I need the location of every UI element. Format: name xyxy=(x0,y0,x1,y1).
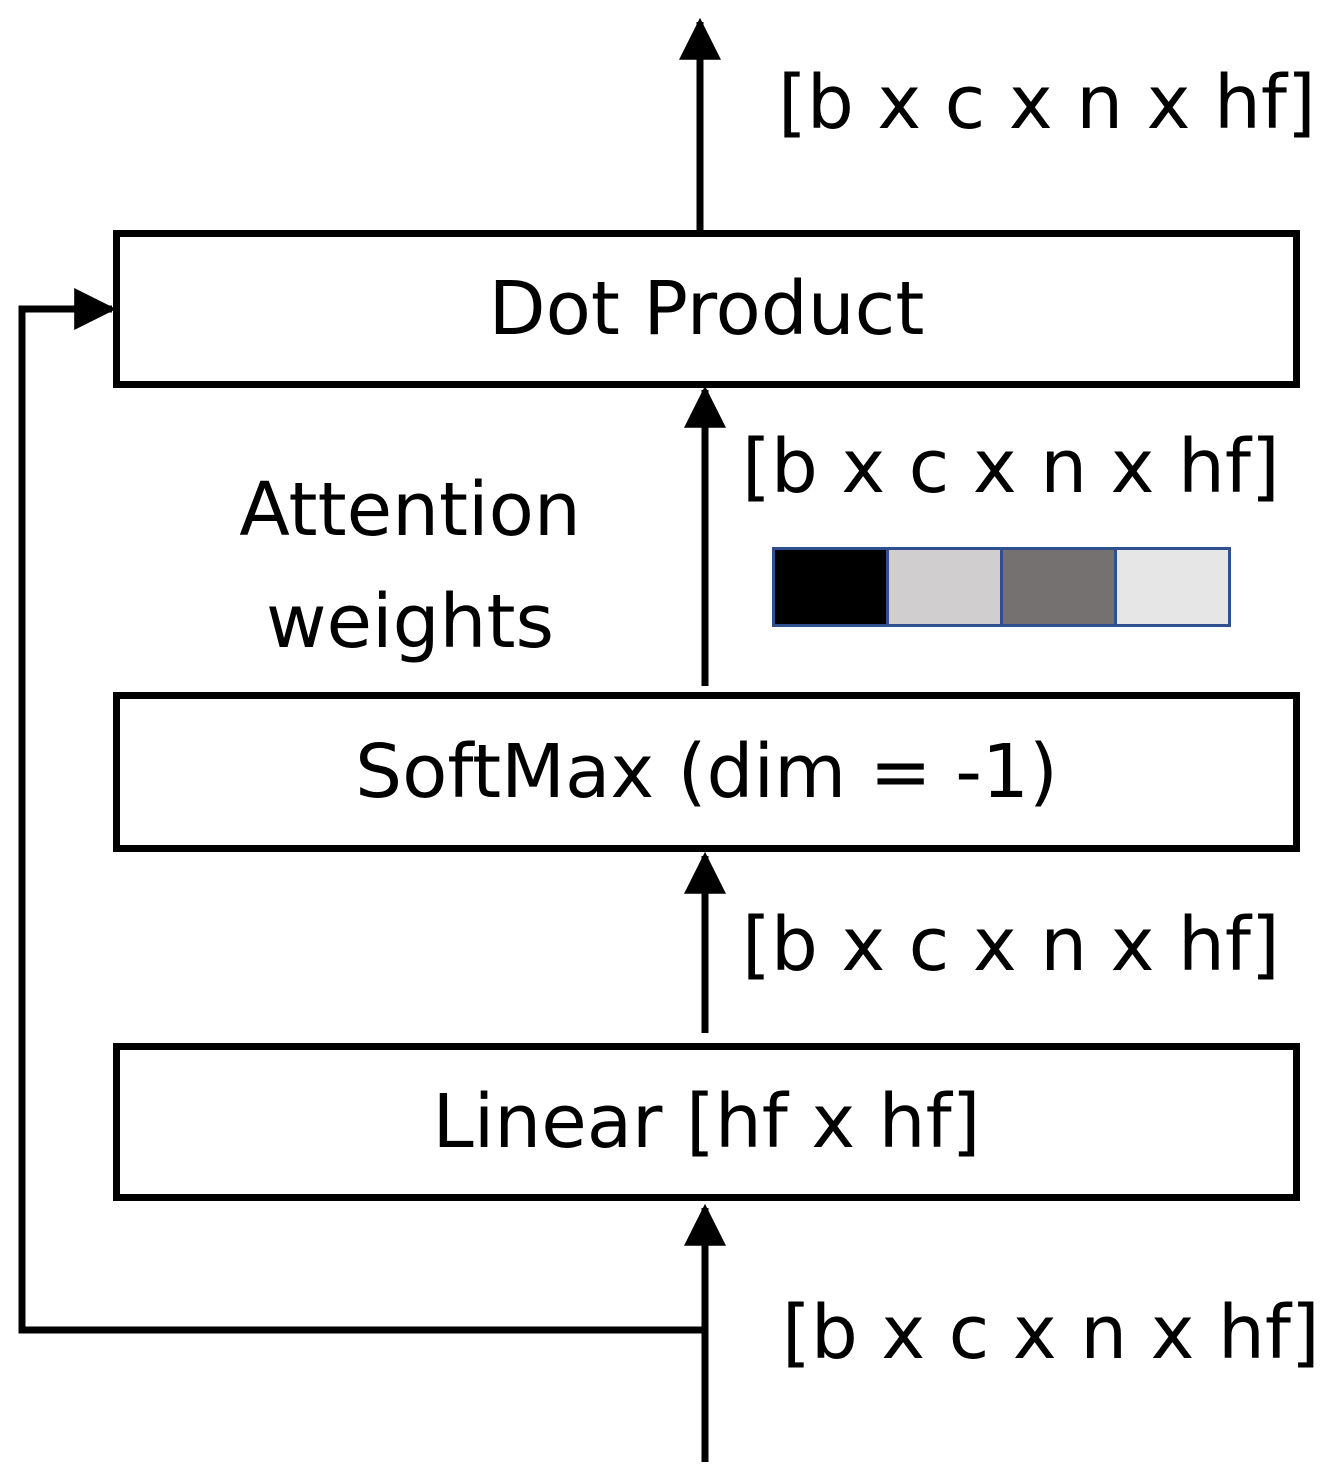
weight-cell xyxy=(772,547,889,627)
attention-weights-line1: Attention xyxy=(239,467,581,553)
softmax-box: SoftMax (dim = -1) xyxy=(113,692,1300,852)
attention-weights-label: Attention weights xyxy=(200,454,620,678)
weight-cell xyxy=(886,547,1003,627)
input-shape-label: [b x c x n x hf] xyxy=(782,1290,1320,1376)
attention-weights-line2: weights xyxy=(265,579,555,665)
skip-connection-line xyxy=(18,288,705,1334)
linear-box: Linear [hf x hf] xyxy=(113,1043,1300,1201)
attention-weights-strip xyxy=(772,547,1231,627)
linear-output-shape-label: [b x c x n x hf] xyxy=(742,902,1280,988)
attention-shape-label: [b x c x n x hf] xyxy=(742,424,1280,510)
dot-product-box: Dot Product xyxy=(113,230,1300,388)
weight-cell xyxy=(1114,547,1231,627)
weight-cell xyxy=(1000,547,1117,627)
output-shape-label: [b x c x n x hf] xyxy=(778,60,1316,146)
